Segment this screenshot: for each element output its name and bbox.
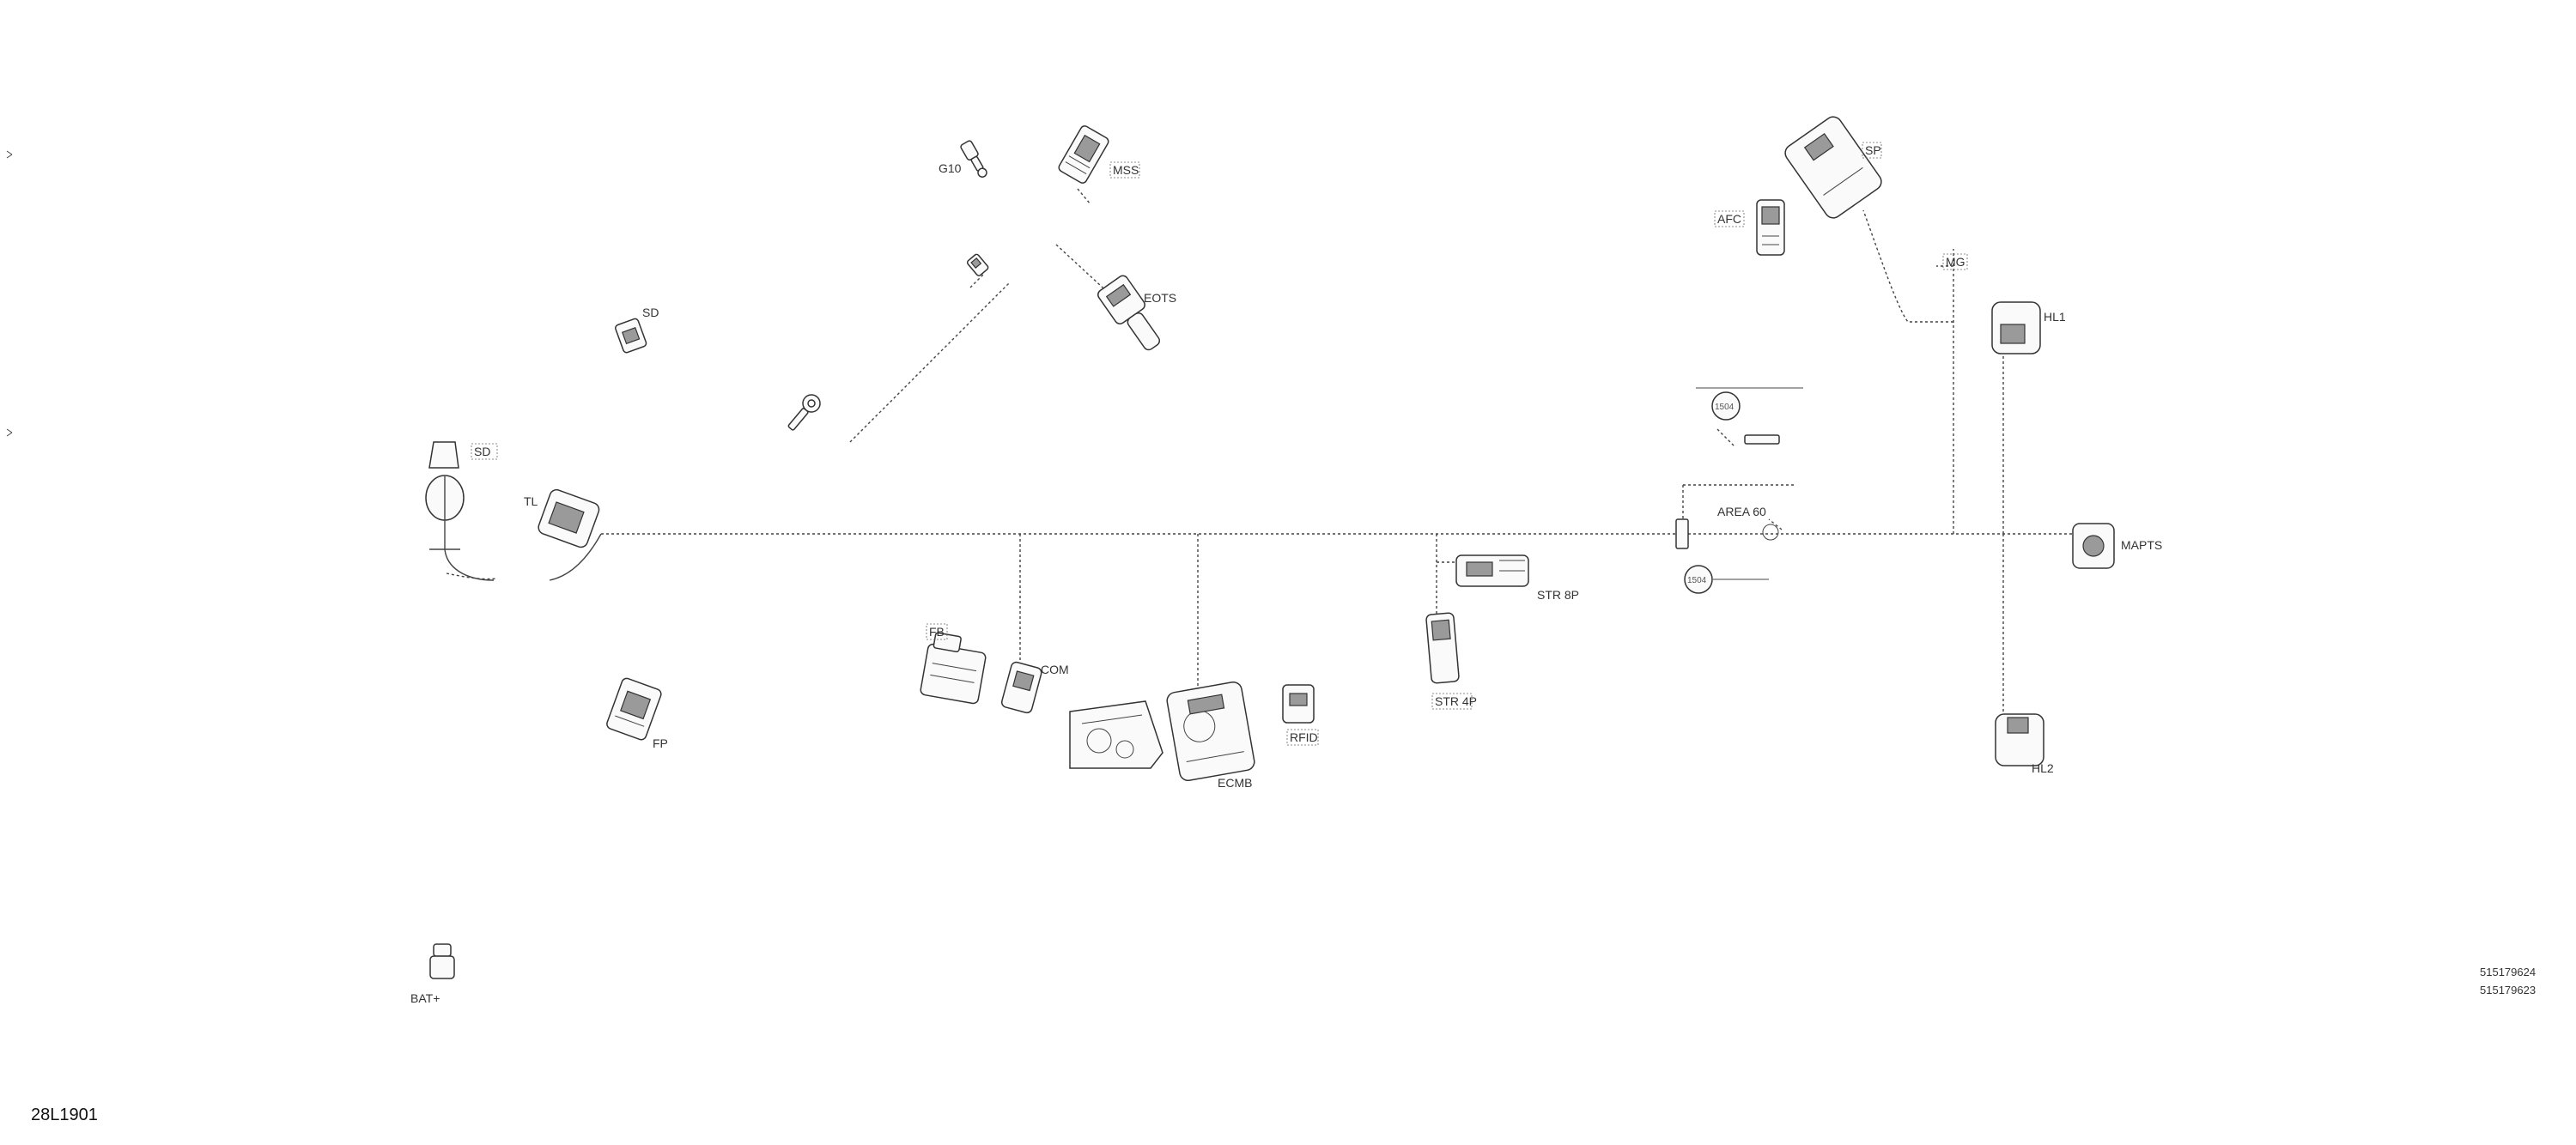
eots-label: EOTS <box>1144 291 1176 305</box>
com-connector <box>1000 661 1042 714</box>
str4p-label: STR 4P <box>1435 694 1477 708</box>
str8p-label: STR 8P <box>1537 588 1579 602</box>
fp-label: FP <box>653 736 668 750</box>
rfid-connector <box>1282 684 1315 724</box>
mg-label: MG <box>1946 255 1965 269</box>
com-label: COM <box>1041 663 1069 676</box>
g10-connector <box>960 140 987 178</box>
tl-connector <box>538 488 600 548</box>
hl2-label: HL2 <box>2032 761 2054 775</box>
sd-left-label: SD <box>474 445 490 458</box>
mapts-label: MAPTS <box>2121 538 2162 552</box>
str8p-connector <box>1455 554 1529 587</box>
eots-sensor <box>1097 275 1160 351</box>
bat-terminal <box>429 943 455 979</box>
hl1-label: HL1 <box>2044 310 2066 324</box>
hl1-connector <box>1991 301 2041 354</box>
bat-label: BAT+ <box>410 991 440 1005</box>
mapts-sensor <box>2072 523 2115 569</box>
branch-wires <box>849 188 2004 712</box>
mss-label: MSS <box>1113 163 1139 177</box>
sp-label: SP <box>1865 143 1881 157</box>
tl-label: TL <box>524 494 538 508</box>
mss-connector <box>1058 125 1109 184</box>
afc-label: AFC <box>1717 212 1741 226</box>
part-number-1: 515179624 <box>2480 966 2536 978</box>
fb-fuse-box <box>920 632 987 705</box>
main-harness-trunk <box>446 533 2074 581</box>
drawing-code: 28L1901 <box>31 1106 98 1124</box>
ecmb-connector-b <box>1166 681 1255 782</box>
area60-label: AREA 60 <box>1717 505 1766 518</box>
splice-1504-top: 1504 <box>1696 387 1803 445</box>
part-number-2: 515179623 <box>2480 984 2536 997</box>
ring-terminal <box>787 394 821 431</box>
afc-connector <box>1756 199 1785 256</box>
sp-connector <box>1784 116 1882 219</box>
fp-connector <box>606 677 662 741</box>
key-switch <box>425 441 495 581</box>
str4p-connector <box>1425 612 1460 684</box>
ecmb-connector-a <box>1069 700 1163 769</box>
area60-junction <box>1675 518 1779 549</box>
sd-top-connector <box>615 318 647 354</box>
sd-top-label: SD <box>642 306 659 319</box>
splice-1504-bottom: 1504 <box>1684 565 1769 594</box>
eots-pigtail-connector <box>966 253 989 276</box>
fb-label: FB <box>929 625 945 639</box>
splice-1504-top-label: 1504 <box>1715 403 1735 412</box>
registration-marks <box>6 150 13 437</box>
ecmb-label: ECMB <box>1218 776 1252 790</box>
splice-1504-bottom-label: 1504 <box>1687 576 1707 585</box>
g10-label: G10 <box>939 161 962 175</box>
rfid-label: RFID <box>1290 730 1318 744</box>
hl2-connector <box>1995 713 2044 766</box>
